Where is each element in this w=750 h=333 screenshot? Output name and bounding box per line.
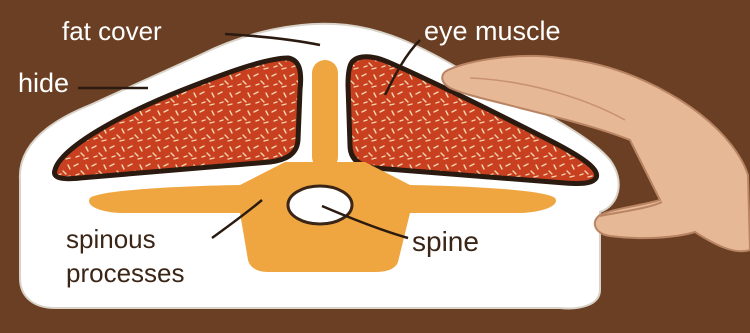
label-spinous: spinous xyxy=(66,226,156,252)
label-eye-muscle: eye muscle xyxy=(424,18,561,45)
dorsal-process xyxy=(312,60,338,170)
label-fat-cover: fat cover xyxy=(62,18,162,44)
label-spine: spine xyxy=(412,228,479,256)
label-hide: hide xyxy=(18,70,69,97)
label-processes: processes xyxy=(66,260,185,286)
spinal-canal xyxy=(288,186,352,224)
